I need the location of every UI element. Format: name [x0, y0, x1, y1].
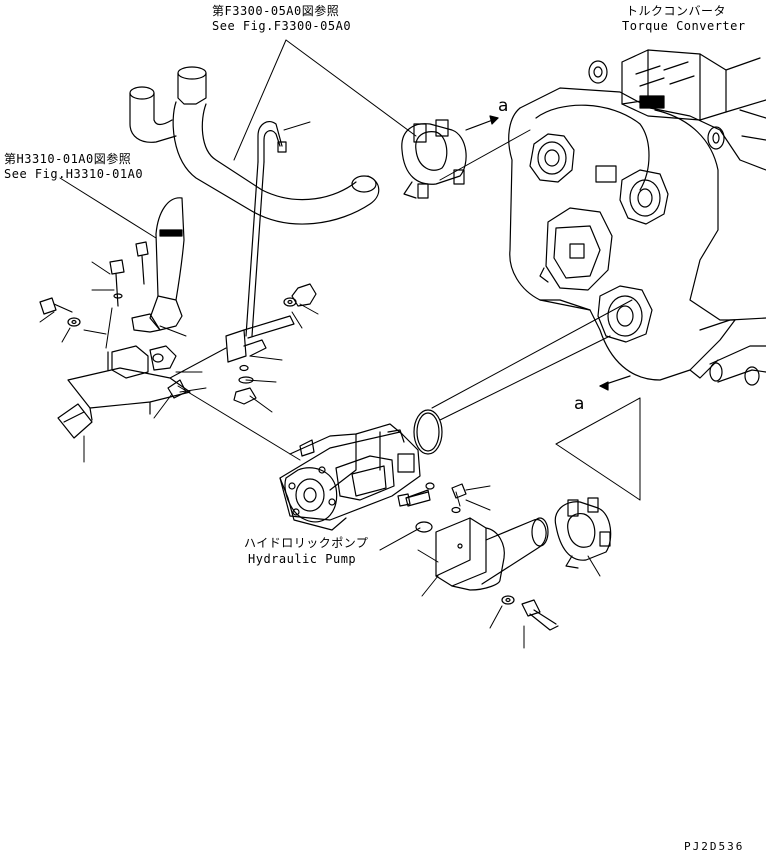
lower-suction-hose [481, 517, 549, 585]
upper-suction-hose [129, 66, 380, 225]
drawing-code: PJ2D536 [684, 840, 745, 853]
ref-h3310-en: See Fig.H3310-01A0 [4, 167, 144, 181]
ref-f3300-jp: 第F3300-05A0図参照 [212, 4, 340, 18]
hydraulic-pump [279, 423, 467, 531]
upper-hose-clamp [401, 119, 467, 199]
torque-converter-housing [508, 49, 766, 386]
hydraulic-pump-label-en: Hydraulic Pump [248, 552, 357, 566]
elbow-block [435, 517, 505, 591]
left-bracket-assembly [67, 345, 191, 421]
ref-h3310-jp: 第H3310-01A0図参照 [4, 152, 132, 166]
left-fasteners [39, 241, 149, 439]
connection-mark-top: a [498, 96, 509, 116]
torque-converter-label-en: Torque Converter [622, 19, 746, 33]
lower-fasteners [397, 491, 559, 631]
center-bracket [225, 283, 317, 405]
ref-f3300-en: See Fig.F3300-05A0 [212, 19, 352, 33]
torque-converter-label-jp: トルクコンバータ [626, 4, 727, 18]
breather-tube [245, 121, 287, 337]
connection-mark-bottom: a [574, 394, 585, 414]
left-hose [131, 197, 185, 333]
hydraulic-pump-label-jp: ハイドロリックポンプ [244, 536, 369, 550]
connection-arrows [465, 115, 631, 391]
o-rings [413, 409, 461, 533]
lower-hose-clamp [554, 497, 612, 569]
leader-lines [39, 39, 641, 649]
